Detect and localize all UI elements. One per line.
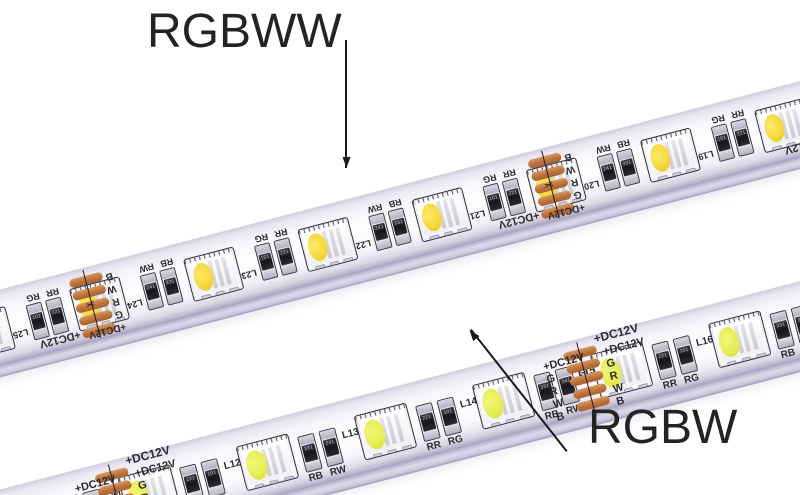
pointer-line-rgbww: [345, 40, 347, 168]
annotation-label-rgbw: RGBW: [588, 401, 738, 454]
pointer-line-rgbw: [470, 329, 568, 452]
annotation-label-rgbww: RGBWW: [147, 5, 342, 58]
pointer-arrowhead-rgbww: [342, 157, 351, 168]
